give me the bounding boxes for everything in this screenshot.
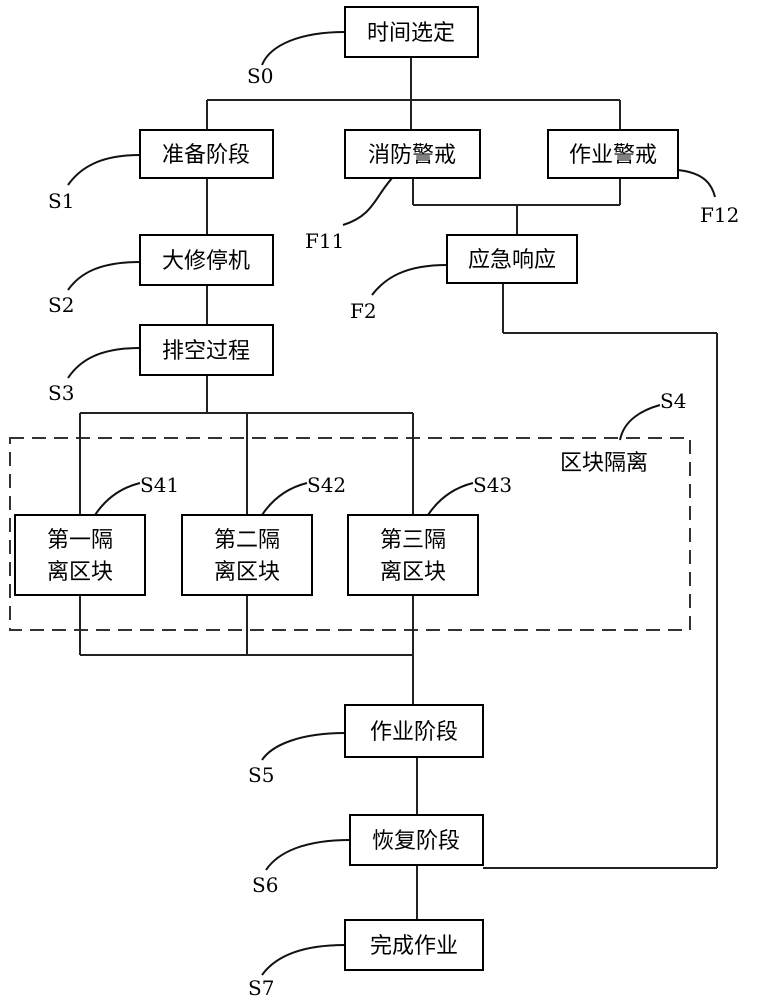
node-drain-text: 排空过程 (162, 339, 250, 364)
label-s42: S42 (307, 473, 346, 497)
node-isolation-block-3-line1: 第三隔 (380, 528, 446, 553)
node-complete: 完成作业 (344, 919, 484, 971)
node-overhaul-stop: 大修停机 (139, 234, 274, 286)
node-isolation-block-1-line1: 第一隔 (47, 528, 113, 553)
node-drain: 排空过程 (139, 324, 274, 376)
label-f2: F2 (350, 299, 377, 323)
label-s41: S41 (140, 473, 179, 497)
node-work-stage-text: 作业阶段 (370, 720, 458, 745)
block-isolation-title: 区块隔离 (560, 451, 648, 476)
label-f12: F12 (700, 203, 739, 227)
node-work-alert-text: 作业警戒 (569, 143, 657, 168)
node-emergency-text: 应急响应 (468, 248, 556, 273)
node-isolation-block-3-line2: 离区块 (380, 560, 446, 585)
label-s6: S6 (252, 873, 278, 897)
node-restore-stage: 恢复阶段 (349, 814, 484, 866)
node-isolation-block-2-line1: 第二隔 (214, 528, 280, 553)
node-isolation-block-1: 第一隔 离区块 (14, 514, 146, 596)
node-work-stage: 作业阶段 (344, 704, 484, 758)
node-prep-stage-text: 准备阶段 (162, 143, 250, 168)
label-s3: S3 (48, 381, 74, 405)
label-s4: S4 (660, 389, 686, 413)
node-emergency: 应急响应 (446, 234, 578, 284)
node-isolation-block-3: 第三隔 离区块 (347, 514, 479, 596)
node-isolation-block-2-line2: 离区块 (214, 560, 280, 585)
label-f11: F11 (305, 229, 344, 253)
label-s7: S7 (248, 976, 274, 1000)
node-work-alert: 作业警戒 (547, 129, 679, 179)
label-s43: S43 (473, 473, 512, 497)
node-time-select: 时间选定 (344, 6, 479, 58)
node-fire-alert-text: 消防警戒 (368, 143, 456, 168)
step-labels: S0 S1 S2 S3 S4 S41 S42 S43 S5 S6 S7 F11 … (48, 64, 739, 1000)
label-s0: S0 (247, 64, 273, 88)
node-fire-alert: 消防警戒 (344, 129, 481, 179)
node-overhaul-stop-text: 大修停机 (162, 249, 250, 274)
label-s5: S5 (248, 763, 274, 787)
node-prep-stage: 准备阶段 (139, 129, 274, 179)
node-complete-text: 完成作业 (370, 934, 458, 959)
node-time-select-text: 时间选定 (367, 21, 455, 46)
connectors (79, 57, 718, 920)
label-s2: S2 (48, 293, 74, 317)
leader-lines (67, 31, 716, 976)
label-s1: S1 (48, 189, 74, 213)
node-isolation-block-2: 第二隔 离区块 (181, 514, 313, 596)
block-isolation-group-box (9, 437, 691, 631)
node-isolation-block-1-line2: 离区块 (47, 560, 113, 585)
node-restore-stage-text: 恢复阶段 (372, 829, 460, 854)
